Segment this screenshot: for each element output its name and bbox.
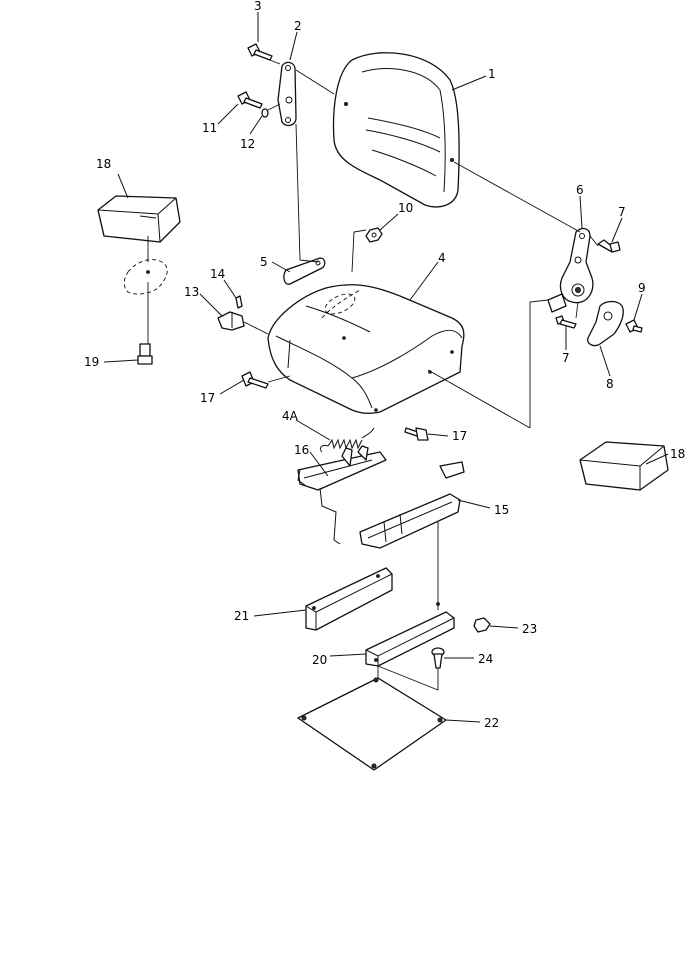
seat-back-cushion [332,52,460,208]
bolt-7-upper [597,239,621,253]
nut-23 [473,617,491,633]
callout-16: 16 [294,443,309,457]
base-plate [297,677,447,771]
support-bracket-20 [365,602,455,667]
seat-cushion [267,284,465,414]
left-hinge-bracket [277,61,297,127]
armrest-mount-plate [123,259,168,295]
callout-20: 20 [312,653,327,667]
callout-1: 1 [488,67,496,81]
callout-10: 10 [398,201,413,215]
pin-14 [235,295,243,309]
leader-lines [103,12,669,723]
bolt-19 [137,343,153,365]
callout-8: 8 [606,377,614,391]
armrest-18-left [97,195,181,243]
callout-11: 11 [202,121,217,135]
bolt-7-lower [555,315,577,329]
callout-3: 3 [254,0,262,13]
callout-13: 13 [184,285,199,299]
bolt-17-left [241,371,269,389]
callout-14: 14 [210,267,225,281]
callout-23: 23 [522,622,537,636]
slide-rail-right [359,461,465,549]
callout-15: 15 [494,503,509,517]
callout-21: 21 [234,609,249,623]
callout-2: 2 [294,19,302,33]
spring-4a [319,427,375,453]
bolt-11 [237,91,263,109]
callout-9: 9 [638,281,646,295]
adjust-lever-13 [217,311,245,331]
callout-24: 24 [478,652,493,666]
callout-4: 4 [438,251,446,265]
recliner-lever [587,300,624,347]
nut-10 [365,227,383,243]
bolt-3 [247,43,273,61]
callout-5: 5 [260,255,268,269]
washer-12 [261,108,269,118]
callout-17-left: 17 [200,391,215,405]
callout-18-left: 18 [96,157,111,171]
callout-18-right: 18 [670,447,685,461]
slide-rail-left [297,445,387,545]
armrest-18-right [579,441,669,491]
recliner-bracket [547,227,594,313]
callout-12: 12 [240,137,255,151]
callout-labels: 1 2 3 4 4A 5 6 7 7 8 9 10 11 12 13 14 15… [84,0,685,730]
callout-7-lower: 7 [562,351,570,365]
hinge-plate [283,257,326,285]
assembly-lines [147,56,599,691]
callout-17-right: 17 [452,429,467,443]
screw-9 [625,319,643,333]
callout-22: 22 [484,716,499,730]
callout-7-upper: 7 [618,205,626,219]
callout-4a: 4A [282,409,299,423]
callout-19: 19 [84,355,99,369]
bolt-24 [431,647,445,669]
bolt-17-right [404,427,429,441]
callout-6: 6 [576,183,584,197]
support-bracket-21 [305,567,393,631]
